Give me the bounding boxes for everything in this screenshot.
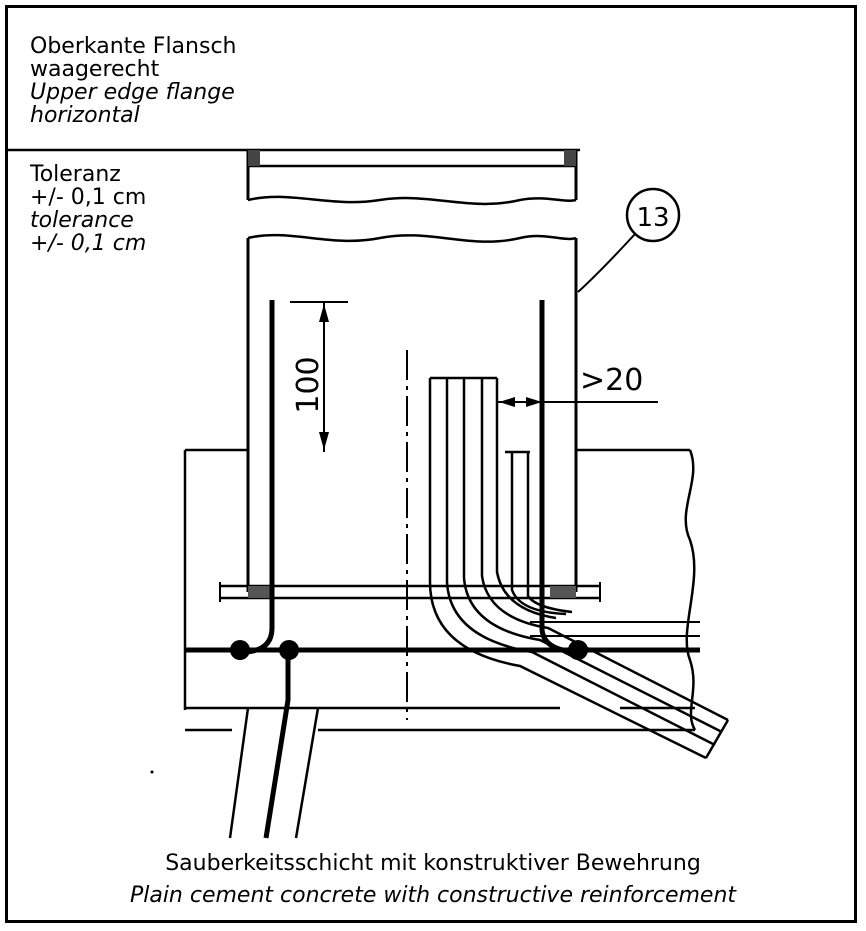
lower-cable-tube-left [228, 707, 250, 839]
tolerance-note-de-2: +/- 0,1 cm [30, 185, 147, 210]
sleeve-break-line [247, 233, 577, 243]
caption-de: Sauberkeitsschicht mit konstruktiver Bew… [165, 851, 701, 876]
reference-callout [625, 187, 681, 243]
caption-en: Plain cement concrete with constructive … [129, 883, 737, 908]
bar-joint-left [230, 640, 250, 660]
tolerance-note-en-2: +/- 0,1 cm [30, 231, 147, 256]
anchor-bar-left [245, 300, 275, 655]
reference-leader-line [577, 233, 636, 293]
height-dimension-label: 100 [291, 356, 326, 413]
stray-mark [150, 770, 154, 774]
anchor-bar-lower [263, 650, 291, 839]
gap-dimension [497, 397, 658, 407]
flange-note: Oberkante Flansch waagerecht Upper edge … [30, 35, 237, 127]
cable-bundle [428, 376, 730, 760]
tolerance-note: Toleranz +/- 0,1 cm tolerance +/- 0,1 cm [30, 163, 146, 255]
lower-cable-tube-right [294, 707, 320, 839]
tolerance-note-de-1: Toleranz [30, 162, 121, 187]
caption: Sauberkeitsschicht mit konstruktiver Bew… [0, 848, 866, 912]
height-dimension [290, 301, 348, 452]
base-flange [219, 582, 601, 602]
tolerance-note-en-1: tolerance [30, 208, 134, 233]
gap-dimension-label: >20 [580, 363, 643, 398]
flange-note-en-1: Upper edge flange [30, 80, 235, 105]
flange-note-de-1: Oberkante Flansch [30, 34, 237, 59]
concrete-slab [183, 448, 697, 732]
top-flange [246, 150, 578, 206]
bar-joint-middle [279, 640, 299, 660]
flange-note-en-2: horizontal [30, 103, 140, 128]
reference-callout-label: 13 [636, 203, 669, 233]
flange-note-de-2: waagerecht [30, 57, 160, 82]
